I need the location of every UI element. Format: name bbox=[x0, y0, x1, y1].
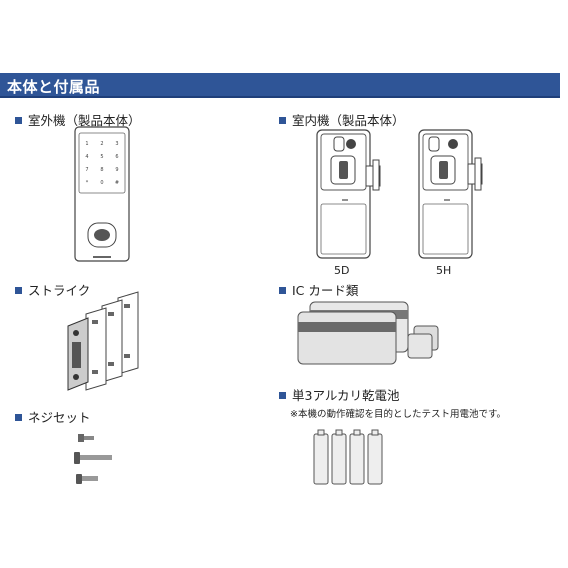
screw-set-illustration bbox=[74, 434, 112, 484]
outdoor-unit-illustration: 1 2 3 4 5 6 7 8 9 * 0 # bbox=[74, 126, 130, 262]
keypad-key: # bbox=[115, 180, 119, 186]
label-battery: 単3アルカリ乾電池 bbox=[279, 385, 399, 404]
bullet-icon bbox=[15, 117, 22, 124]
keypad-key: 3 bbox=[115, 141, 118, 147]
model-label-5d: 5D bbox=[334, 264, 350, 277]
label-ic-card: IC カード類 bbox=[279, 280, 358, 299]
label-indoor-unit: 室内機（製品本体） bbox=[279, 110, 405, 129]
keypad-key: 7 bbox=[85, 167, 88, 173]
keypad-key: 6 bbox=[115, 154, 118, 160]
keypad-key: 9 bbox=[115, 167, 118, 173]
model-label-5h: 5H bbox=[436, 264, 452, 277]
battery-illustration bbox=[313, 429, 383, 485]
header-title: 本体と付属品 bbox=[7, 78, 101, 96]
keypad-key: 1 bbox=[85, 141, 88, 147]
keypad-key: 5 bbox=[100, 154, 103, 160]
bullet-icon bbox=[15, 287, 22, 294]
indoor-unit-5d-illustration bbox=[316, 129, 381, 259]
label-screw-set: ネジセット bbox=[15, 407, 91, 426]
label-outdoor-unit: 室外機（製品本体） bbox=[15, 110, 141, 129]
keypad-key: 4 bbox=[85, 154, 88, 160]
strike-illustration bbox=[67, 291, 139, 391]
bullet-icon bbox=[279, 287, 286, 294]
keypad-key: 2 bbox=[100, 141, 103, 147]
keypad: 1 2 3 4 5 6 7 8 9 * 0 # bbox=[85, 141, 119, 186]
ic-card-illustration bbox=[297, 301, 439, 365]
label-strike: ストライク bbox=[15, 280, 90, 299]
indoor-unit-5h-illustration bbox=[418, 129, 483, 259]
section-header: 本体と付属品 bbox=[0, 73, 560, 98]
bullet-icon bbox=[15, 414, 22, 421]
keypad-key: * bbox=[86, 180, 89, 186]
keypad-key: 0 bbox=[100, 180, 103, 186]
bullet-icon bbox=[279, 392, 286, 399]
battery-note: ※本機の動作確認を目的としたテスト用電池です。 bbox=[290, 409, 507, 420]
bullet-icon bbox=[279, 117, 286, 124]
keypad-key: 8 bbox=[100, 167, 103, 173]
